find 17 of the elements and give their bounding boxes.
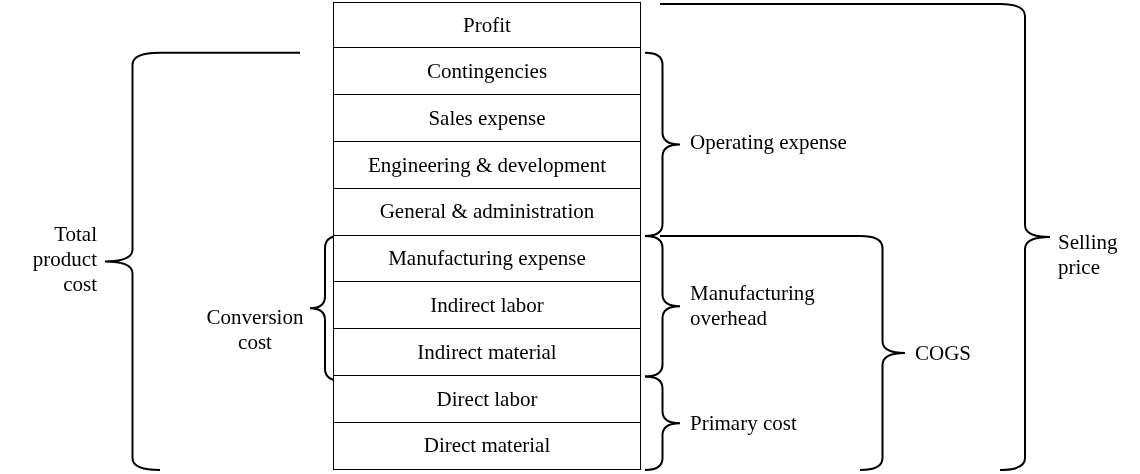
cost-layer-box: General & administration	[333, 187, 641, 236]
cost-layer-box: Direct labor	[333, 374, 641, 424]
bracket-label: Operating expense	[690, 130, 848, 155]
bracket-label: Manufacturing overhead	[690, 281, 816, 331]
cost-layer-box: Indirect labor	[333, 281, 641, 330]
bracket-label: Selling price	[1058, 230, 1119, 280]
bracket-label: COGS	[915, 341, 973, 366]
cost-layer-box: Engineering & development	[333, 140, 641, 190]
cost-layer-box: Profit	[333, 2, 641, 49]
bracket-label: Total product cost	[31, 222, 97, 297]
cost-layer-box: Contingencies	[333, 47, 641, 96]
cost-layer-box: Manufacturing expense	[333, 234, 641, 283]
cost-layer-box: Indirect material	[333, 328, 641, 377]
cost-layer-box: Direct material	[333, 421, 641, 470]
cost-layer-box: Sales expense	[333, 94, 641, 143]
bracket-label: Conversion cost	[205, 305, 305, 355]
bracket-label: Primary cost	[690, 411, 798, 436]
